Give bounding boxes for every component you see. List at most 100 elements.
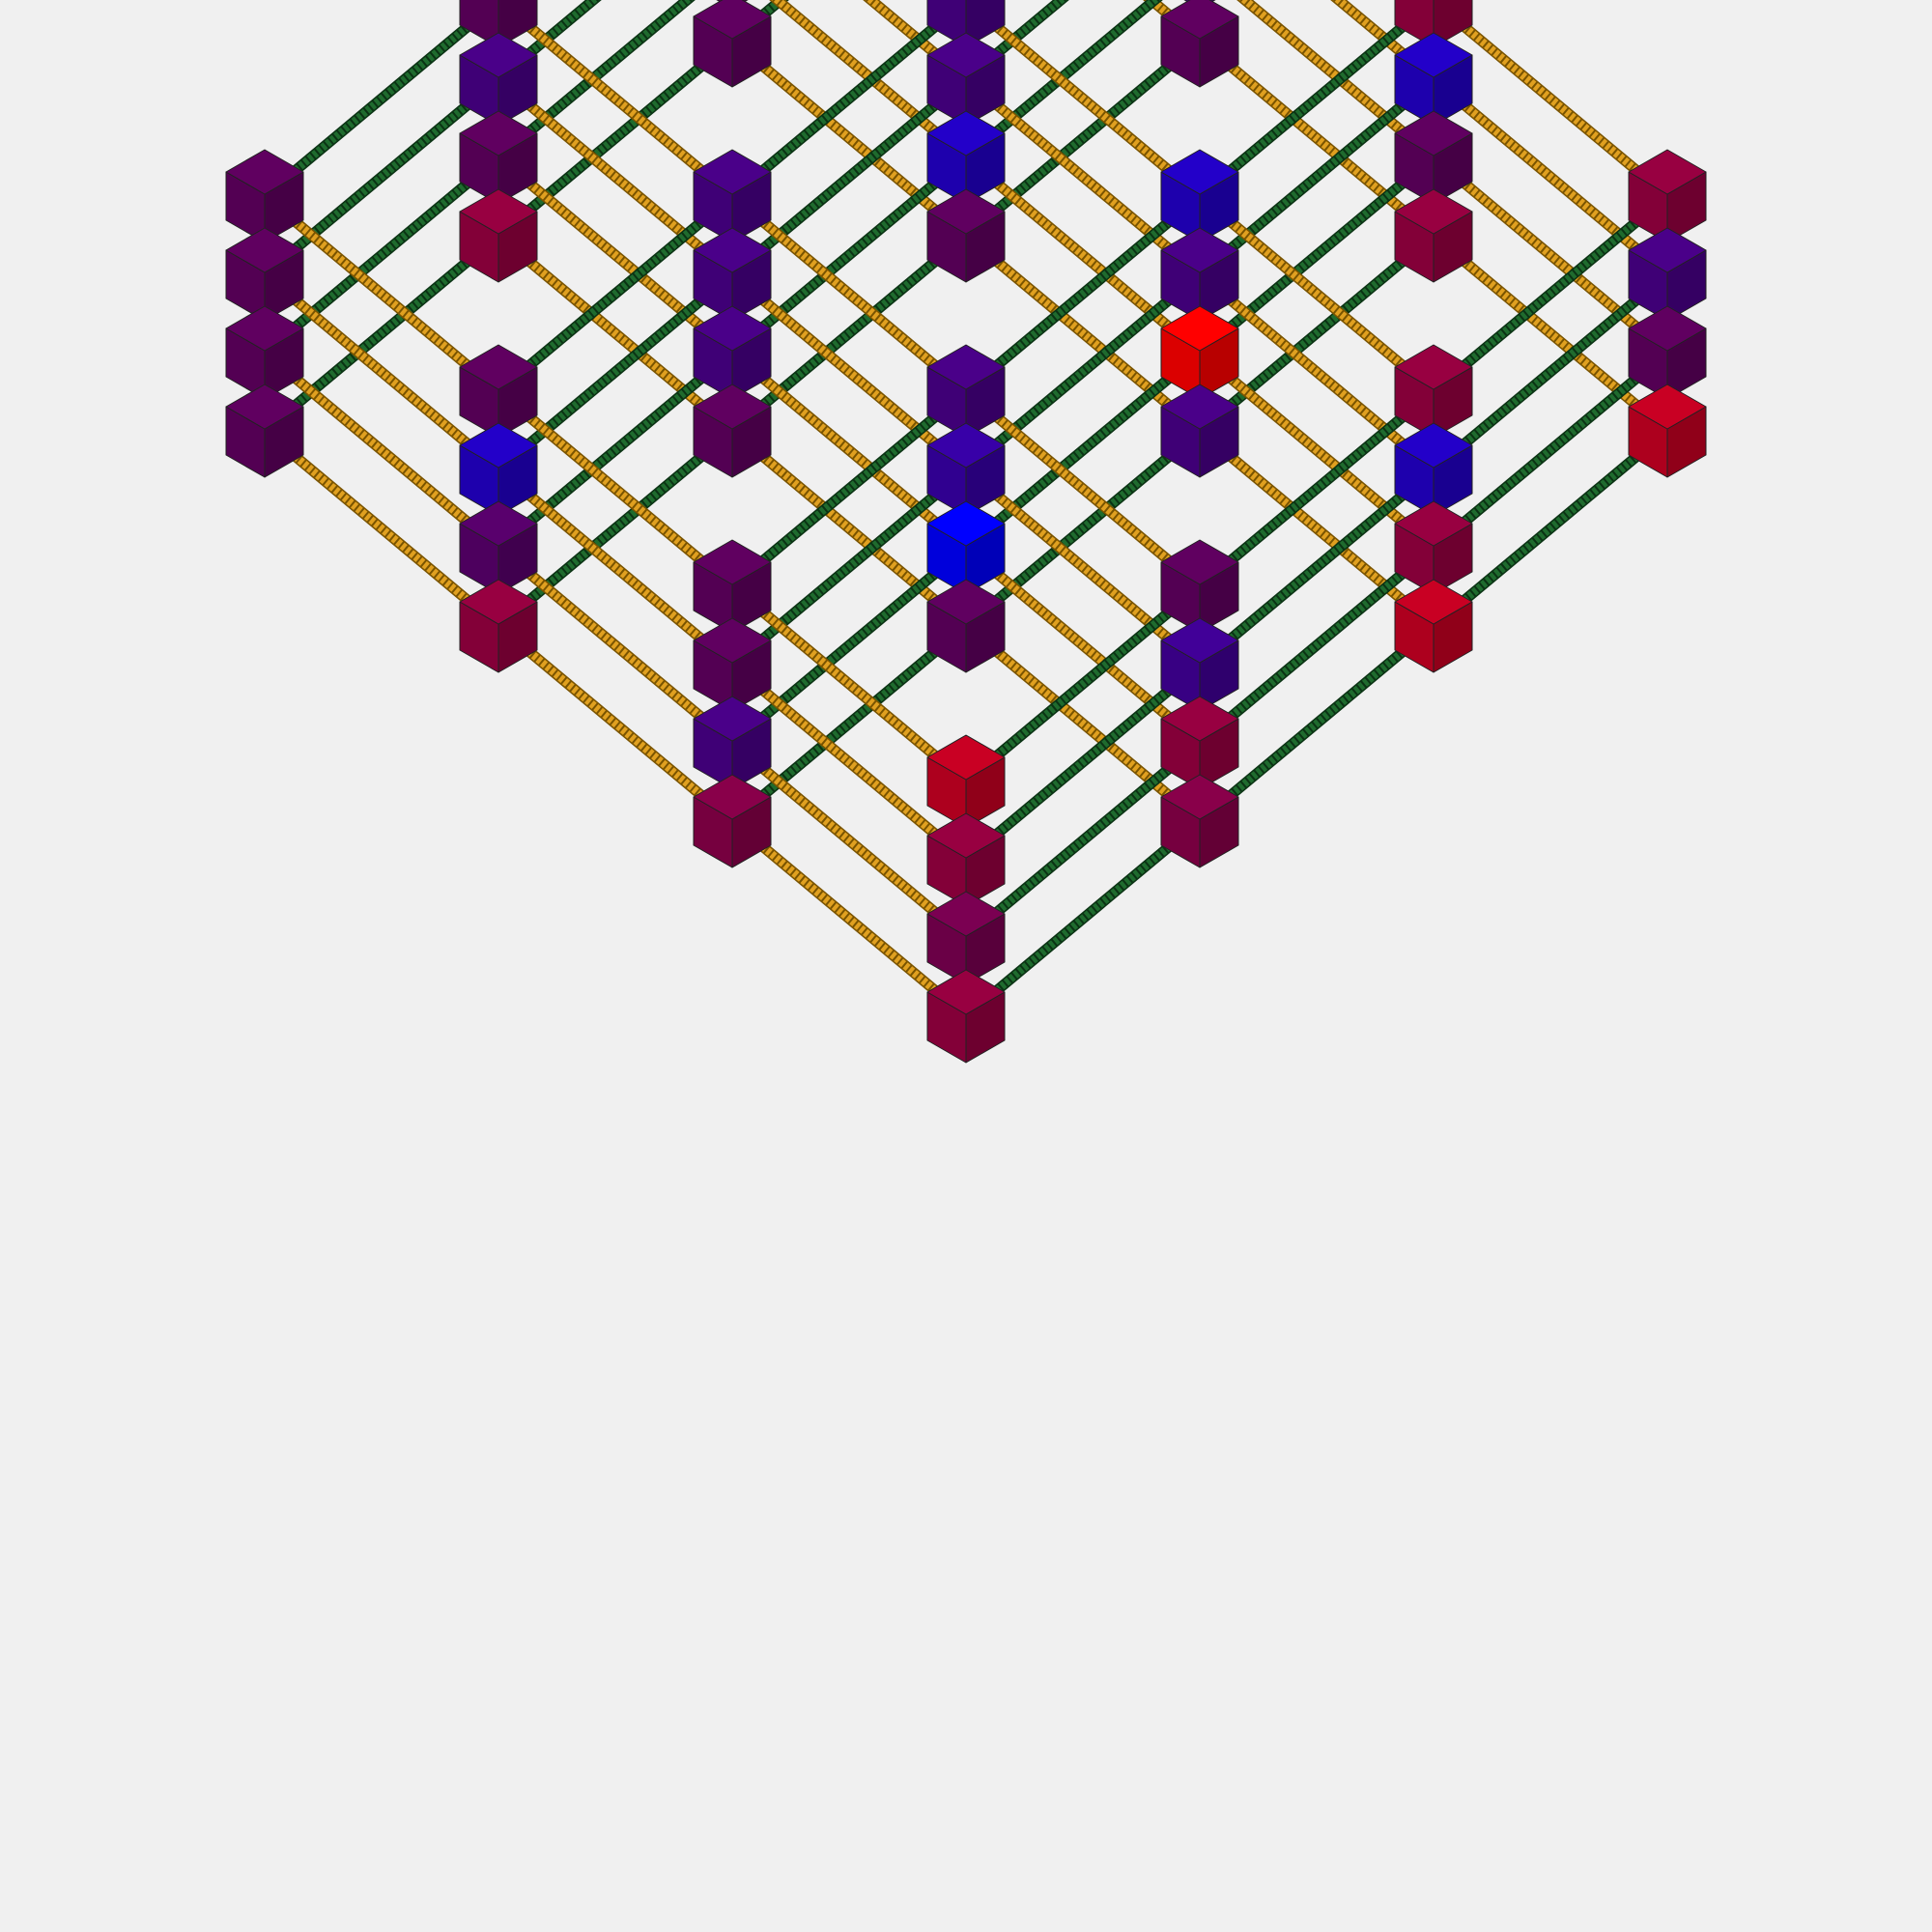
edge-outline	[1330, 0, 1437, 84]
edge-body	[963, 192, 1203, 395]
lattice-edge-x	[495, 191, 736, 396]
lattice-node-cube	[1394, 422, 1473, 517]
lattice-edge-y	[962, 153, 1204, 357]
lattice-edge-y	[728, 660, 970, 865]
cube-top-face	[459, 344, 538, 390]
edge-body	[963, 622, 1203, 825]
lattice-node-cube	[1394, 188, 1473, 283]
cube-top-face	[693, 774, 772, 820]
edge-body	[963, 75, 1203, 278]
edge-body	[1197, 192, 1436, 395]
lattice-node-cube	[459, 500, 538, 595]
lattice-node-cube	[1628, 384, 1707, 478]
lattice-node-cube	[1394, 32, 1473, 127]
edge-body	[1431, 232, 1670, 435]
lattice-edge-y	[769, 0, 970, 162]
edge-body	[496, 427, 735, 630]
edge-body	[963, 0, 1203, 200]
lattice-edge-y	[495, 543, 736, 748]
lattice-edge-x	[962, 660, 1204, 865]
edge-body	[729, 661, 969, 864]
lattice-node-cube	[926, 969, 1006, 1064]
lattice-edge-x	[728, 74, 970, 279]
lattice-edge-x	[962, 816, 1204, 1021]
lattice-edge-x	[962, 0, 1069, 84]
cube-top-face	[1394, 188, 1473, 235]
lattice-edge-x	[728, 0, 789, 45]
edge-body	[963, 270, 1203, 473]
edge-body	[963, 427, 1203, 630]
lattice-node-cube	[926, 422, 1006, 517]
cube-top-face	[225, 384, 304, 430]
cube-top-face	[1394, 344, 1473, 390]
lattice-node-cube	[926, 0, 1006, 48]
lattice-node-cube	[459, 422, 538, 517]
lattice-edge-y	[1143, 0, 1204, 45]
lattice-edge-y	[1196, 426, 1437, 631]
lattice-node-cube	[1160, 0, 1239, 88]
edge-body	[729, 192, 969, 395]
lattice-edge-x	[728, 465, 970, 669]
edge-body	[496, 270, 735, 473]
cube-top-face	[459, 500, 538, 547]
lattice-edge-x	[1196, 386, 1437, 591]
edge-body	[262, 349, 501, 552]
lattice-edge-y	[962, 386, 1204, 591]
edge-body	[729, 37, 969, 240]
cube-top-face	[1628, 305, 1707, 352]
lattice-edge-x	[1196, 543, 1437, 748]
edge-body	[729, 154, 969, 356]
edge-body	[1431, 270, 1670, 473]
lattice-node-cube	[693, 0, 772, 88]
lattice-edge-y	[728, 738, 970, 943]
lattice-edge-y	[962, 465, 1204, 669]
lattice-node-cube	[459, 579, 538, 673]
edge-body	[1197, 0, 1436, 200]
lattice-node-cube	[1628, 227, 1707, 322]
cube-top-face	[926, 500, 1006, 547]
edge-body	[496, 466, 735, 668]
lattice-edge-x	[1430, 270, 1671, 474]
lattice-edge-y	[495, 0, 736, 201]
edge-body	[1197, 622, 1436, 825]
edge-outline	[962, 0, 1069, 84]
cube-top-face	[1628, 227, 1707, 273]
lattice-edge-y	[962, 0, 1204, 201]
lattice-edge-x	[1430, 426, 1671, 631]
cube-top-face	[1394, 110, 1473, 156]
edge-body	[729, 387, 969, 590]
lattice-node-cube	[926, 812, 1006, 907]
lattice-edge-x	[728, 153, 970, 357]
edge-body	[729, 427, 969, 630]
edge-body	[262, 154, 501, 356]
edge-body	[729, 466, 969, 668]
cube-top-face	[459, 110, 538, 156]
edge-body	[262, 270, 501, 473]
lattice-edge-x	[495, 0, 696, 162]
lattice-edge-y	[1196, 270, 1437, 474]
edge-outline	[495, 0, 602, 84]
lattice-edge-y	[728, 426, 970, 631]
lattice-edge-y	[1430, 0, 1671, 201]
lattice-edge-x	[261, 153, 502, 357]
cube-top-face	[459, 188, 538, 235]
lattice-edge-x	[962, 426, 1204, 631]
edge-body	[729, 817, 969, 1020]
edge-body	[963, 544, 1203, 747]
cube-top-face	[459, 422, 538, 469]
lattice-node-cube	[1628, 305, 1707, 400]
edge-body	[771, 0, 969, 161]
cube-top-face	[1160, 149, 1239, 195]
edge-outline	[863, 0, 970, 84]
cube-top-face	[1160, 0, 1239, 40]
edge-outline	[1143, 0, 1204, 45]
lattice-edge-x	[261, 0, 502, 201]
edge-body	[262, 192, 501, 395]
lattice-edge-x	[962, 0, 1163, 162]
lattice-edge-x	[495, 36, 736, 241]
edge-body	[262, 427, 501, 630]
edge-body	[1197, 270, 1436, 473]
edge-body	[262, 0, 501, 200]
cube-top-face	[1160, 539, 1239, 585]
